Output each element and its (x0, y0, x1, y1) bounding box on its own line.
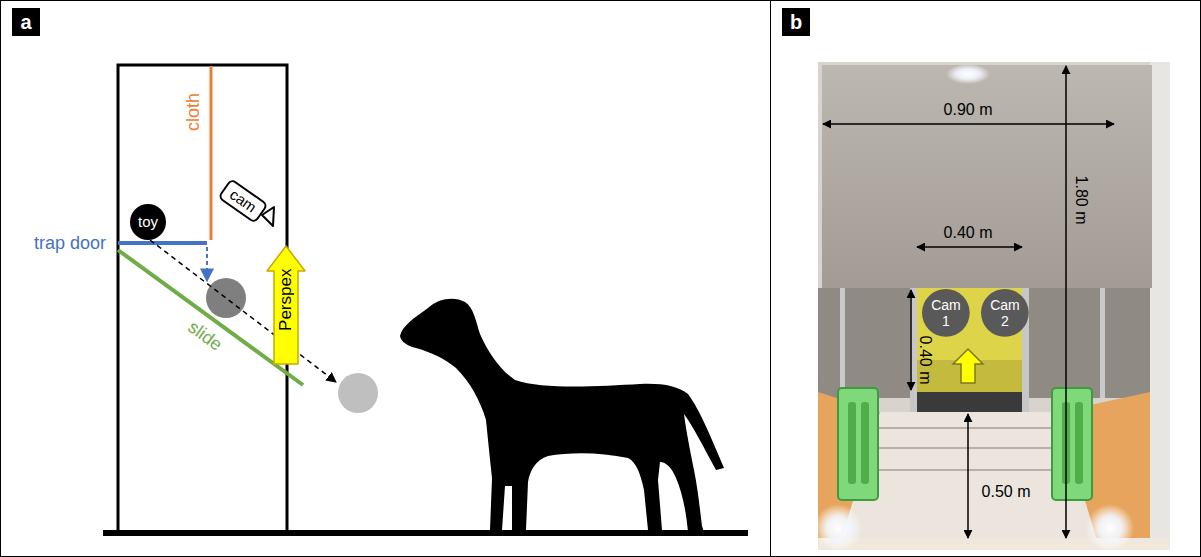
label-holder: 0.50 m (982, 483, 1031, 501)
trap-door-line (118, 241, 207, 245)
panel-letter: a (12, 8, 40, 36)
dimension-label: 0.90 m (944, 101, 993, 119)
photo-stand-slot (861, 402, 869, 484)
label-holder: trap door (34, 233, 106, 254)
label-holder: 0.40 m (916, 336, 934, 385)
dimension-arrow (1065, 66, 1067, 538)
photo-stand-right (1052, 388, 1092, 500)
dimension-label: 0.40 m (916, 336, 934, 385)
toy-dropped (206, 278, 246, 318)
camera-label: cam (226, 186, 259, 216)
dimension-label: 0.40 m (944, 224, 993, 242)
dog-silhouette (400, 299, 724, 532)
camera-circle-fill (922, 289, 970, 337)
perspex-label: Perspex (276, 269, 296, 331)
camera-label: Cam 2 (990, 297, 1020, 329)
panel-letter-text: a (20, 11, 31, 34)
photo-background (818, 62, 1170, 550)
toy-released (338, 373, 378, 413)
ground-bar (103, 530, 748, 536)
photo-lamp (814, 504, 862, 552)
toy-circle: toy (130, 204, 166, 240)
cloth-line (210, 66, 213, 240)
panel-divider (770, 0, 771, 557)
dimension-arrow (917, 246, 1022, 248)
toy-circle-fill (130, 204, 166, 240)
camera-circle: Cam 2 (981, 289, 1029, 337)
photo-pole (840, 288, 845, 398)
label-holder: 0.90 m (944, 101, 993, 119)
photo-frame-post (910, 288, 917, 412)
panel-letter: b (782, 8, 810, 36)
toy-label: toy (138, 213, 158, 230)
label-holder: 0.40 m (944, 224, 993, 242)
dimension-label: 0.50 m (982, 483, 1031, 501)
dimension-label: 1.80 m (1072, 176, 1090, 225)
dimension-arrow (823, 123, 1114, 125)
camera-circle: Cam 1 (922, 289, 970, 337)
camera-circle-fill (981, 289, 1029, 337)
photo-side-right (1022, 288, 1150, 398)
photo-stand-left (838, 388, 878, 500)
photo-platform-line (876, 427, 1063, 429)
photo-light (946, 64, 990, 84)
photo-wall (1150, 62, 1170, 550)
photo-platform-line (871, 447, 1069, 449)
part-label: cloth (183, 93, 204, 131)
camera-label: Cam 1 (931, 297, 961, 329)
roll-arrow (150, 240, 336, 382)
label-holder: cloth (183, 93, 204, 131)
photo-side-left (818, 288, 917, 398)
cabinet-outline (118, 65, 287, 530)
camera-box: cam (217, 178, 268, 224)
photo-board (822, 65, 1152, 288)
photo-lamp (1086, 504, 1134, 552)
photo-stand-slot (1075, 402, 1083, 484)
part-label: trap door (34, 233, 106, 254)
perspex-arrow: Perspex (266, 245, 306, 365)
perspex-arrow-fill (267, 246, 305, 364)
photo-pole (1100, 288, 1105, 398)
photo-slide-exit (917, 392, 1022, 412)
dimension-arrow (910, 290, 912, 390)
photo-platform-line (865, 469, 1076, 471)
dimension-arrow (967, 414, 969, 538)
label-holder: 1.80 m (1072, 176, 1090, 225)
photo-stand-slot (848, 402, 856, 484)
drop-arrow (206, 247, 208, 281)
panel-letter-text: b (790, 11, 802, 34)
perspex-lift-arrow (953, 349, 983, 383)
